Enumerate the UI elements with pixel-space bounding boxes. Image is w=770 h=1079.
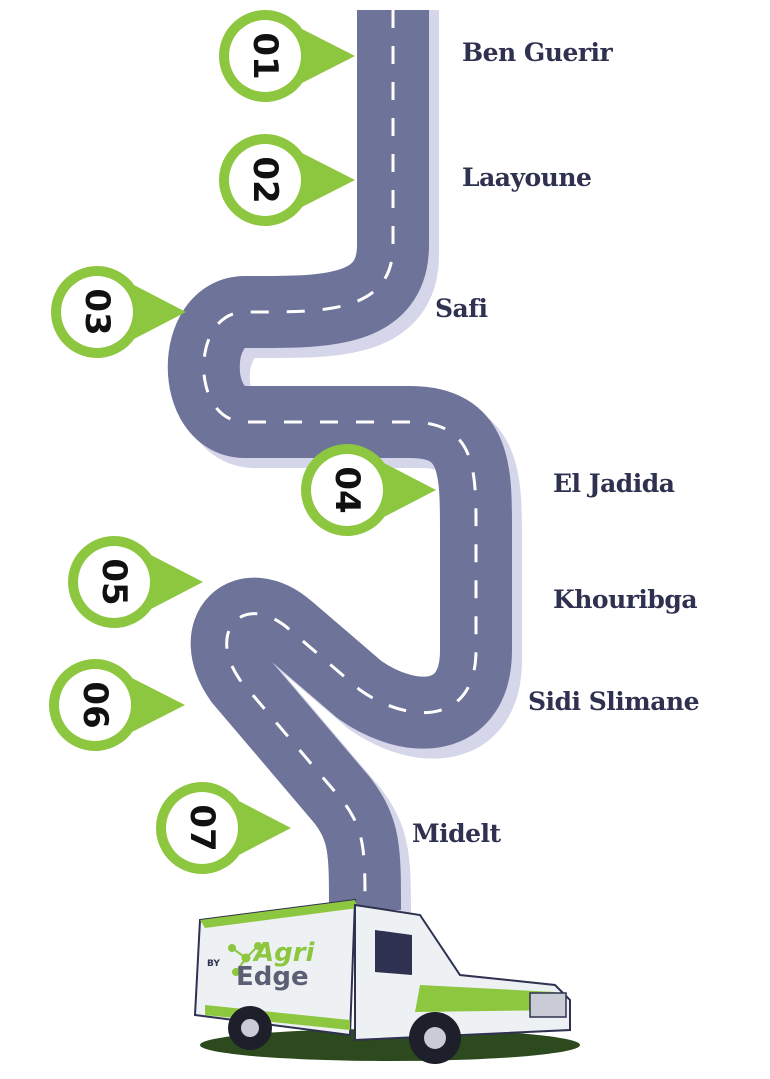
stop-city-label: Midelt xyxy=(412,819,501,848)
stop-pin-01: 01 xyxy=(219,10,355,103)
stop-pin-07: 07 xyxy=(155,782,291,874)
road-markings xyxy=(202,10,478,911)
stop-number: 04 xyxy=(327,466,367,513)
truck-window xyxy=(375,930,412,975)
pin-inner-circle xyxy=(311,454,383,526)
stop-pin-06: 06 xyxy=(48,659,186,751)
network-icon xyxy=(228,942,262,976)
stop-number: 03 xyxy=(77,288,117,335)
stop-city-label: Khouribga xyxy=(553,585,698,614)
stop-pins: 01 02 03 04 05 06 07 xyxy=(48,10,436,874)
stop-pin-04: 04 xyxy=(301,444,436,536)
stop-pin-03: 03 xyxy=(51,266,186,359)
truck-hood-stripe xyxy=(415,985,560,1012)
pin-inner-circle xyxy=(229,144,301,216)
stop-city-label: Sidi Slimane xyxy=(528,687,700,716)
pin-inner-circle xyxy=(229,20,301,92)
pin-inner-circle xyxy=(78,546,150,618)
stop-pin-02: 02 xyxy=(219,134,355,226)
stop-number: 06 xyxy=(75,681,115,728)
ground-shadow xyxy=(200,1029,580,1061)
truck-illustration: BY Agri Edge xyxy=(193,898,580,1064)
truck-roof-stripe xyxy=(200,900,358,928)
stop-city-label: El Jadida xyxy=(553,469,675,498)
stop-number: 02 xyxy=(245,156,285,203)
truck-grille xyxy=(529,992,567,1018)
stop-number: 05 xyxy=(94,558,134,605)
stop-city-label: Safi xyxy=(435,294,488,323)
pin-inner-circle xyxy=(166,792,238,864)
truck-brand-line2: Edge xyxy=(236,962,309,992)
truck-brand-by: BY xyxy=(207,959,220,969)
pin-inner-circle xyxy=(61,276,133,348)
stop-city-label: Laayoune xyxy=(462,163,592,192)
stop-number: 01 xyxy=(245,32,285,79)
pin-inner-circle xyxy=(59,669,131,741)
stop-number: 07 xyxy=(182,804,222,851)
stop-city-label: Ben Guerir xyxy=(462,38,613,67)
stop-pin-05: 05 xyxy=(67,536,203,628)
truck-brand-line1: Agri xyxy=(252,938,316,968)
